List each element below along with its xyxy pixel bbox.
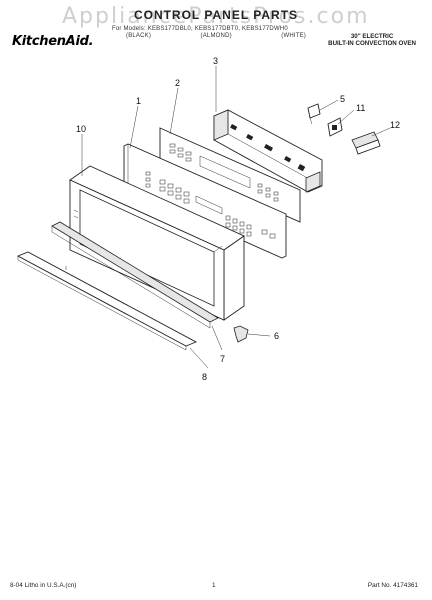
part-12-cover [351,131,381,155]
page-title: CONTROL PANEL PARTS [133,8,299,22]
models-line: For Models: KEBS177DBL0, KEBS177DBT0, KE… [112,26,288,32]
callout-11: 11 [356,103,365,113]
finish-black: (BLACK) [126,33,152,39]
callout-3: 3 [213,56,218,66]
callout-7: 7 [220,354,225,364]
part-11-clip [327,117,343,137]
page-number: 1 [212,582,216,589]
callout-12: 12 [390,120,400,130]
keypad-left [145,171,190,204]
part-number: Part No. 4174361 [367,582,418,589]
brand-logo: KitchenAid. [12,34,94,49]
part-10-panel-frame [69,165,245,321]
finish-white: (WHITE) [281,33,306,39]
part-3-control-board [213,109,323,193]
part-5-clip [307,103,321,125]
callout-1: 1 [136,96,141,106]
part-2-overlay [159,127,301,223]
description-line-2: BUILT-IN CONVECTION OVEN [328,40,416,48]
description-line-1: 30" ELECTRIC [350,33,394,40]
part-8-bottom-trim [16,251,198,351]
part-6-bracket [233,325,249,343]
callout-8: 8 [202,372,207,382]
model-list: For Models: KEBS177DBL0, KEBS177DBT0, KE… [112,26,322,40]
finish-almond: (ALMOND) [200,33,232,39]
leader-lines [81,66,391,369]
callout-2: 2 [175,78,180,88]
product-description: 30" ELECTRIC BUILT-IN CONVECTION OVEN [328,33,416,48]
part-7-trim [51,221,219,329]
callout-10: 10 [76,124,86,134]
callout-5: 5 [340,94,345,104]
finish-list: (BLACK) (ALMOND) (WHITE) [126,33,306,40]
callout-6: 6 [274,331,279,341]
watermark: AppliancePartsPros.com [62,4,370,29]
callouts: 1 2 3 5 6 7 8 10 11 12 [76,56,400,382]
litho-note: 8-04 Litho in U.S.A.(cn) [10,582,77,589]
